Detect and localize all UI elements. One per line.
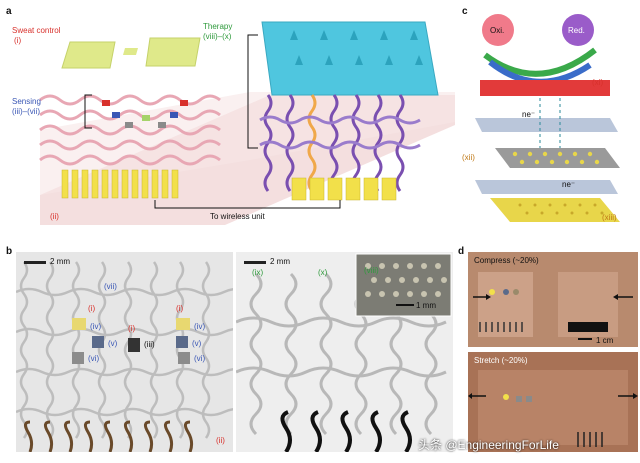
panel-d-stretch-photo: Stretch (~20%) [468,352,638,452]
sensor-green [142,115,150,121]
panel-b-letter: b [6,246,13,257]
right-scale-label: 2 mm [270,257,290,266]
label-vii: (vii) [104,282,117,291]
sensor-red-1 [102,100,110,106]
sensing-num: (iii)–(vii) [12,107,40,116]
redox-arrow-green [483,47,597,77]
panel-d-letter: d [458,246,465,257]
label-i-left: (i) [88,304,96,313]
pad-vi-right [178,352,190,364]
red-label: Red. [568,26,585,35]
label-viii: (viii) [364,266,379,275]
base-label: (ii) [50,212,59,221]
wireless-label: To wireless unit [210,212,265,221]
wireless-line [154,200,341,209]
pad-v-left [92,336,104,348]
label-iv-right: (iv) [194,322,206,331]
pad-i-right [176,318,190,330]
label-i-right: (i) [176,304,184,313]
sensor-gray-1 [125,122,133,128]
sweat-control-pad-2 [145,37,201,67]
panel-d-compress-photo: Compress (~20%) 1 cm [468,252,638,347]
inset-scale-bar [396,304,414,306]
right-contacts [291,177,397,201]
sensor-red-2 [180,100,188,106]
oxi-label: Oxi. [490,26,505,35]
label-v-left: (v) [108,339,118,348]
serpentine-layer-bottom [475,180,618,194]
sensing-bracket [84,94,92,129]
label-vi-right: (vi) [194,354,206,363]
therapy-title: Therapy [203,22,233,31]
sensor-blue-1 [112,112,120,118]
therapy-num: (viii)–(x) [203,32,232,41]
serpentine-layer-top [475,118,618,132]
xiii-label: (xiii) [602,213,617,222]
ne-top-label: ne⁻ [522,110,536,119]
scale-bar-right [244,261,266,264]
panel-c-illustration [475,14,620,222]
xii-label: (xii) [462,153,475,162]
label-x: (x) [318,268,328,277]
ne-bottom-label: ne⁻ [562,180,576,189]
pad-v-right [176,336,188,348]
d-scale-label: 1 cm [596,336,614,345]
yellow-electrode [490,198,620,222]
panel-a-letter: a [6,6,12,17]
sensor-gray-2 [158,122,166,128]
left-scale-label: 2 mm [50,257,70,266]
compress-label: Compress (~20%) [474,256,539,265]
label-i-center: (i) [128,324,136,333]
panel-c: c Oxi. Red. (xi) ne⁻ ne⁻ (xii) (xiii) [460,0,640,240]
pad-vi-left [72,352,84,364]
oxi-sphere [482,14,514,46]
left-contacts [61,169,179,199]
therapy-bracket [247,34,258,149]
panel-c-letter: c [462,6,468,17]
scale-bar-left [24,261,46,264]
therapy-mesh [259,94,421,192]
red-sphere [562,14,594,46]
stretch-pad-yellow [503,394,509,400]
sensing-title: Sensing [12,97,41,106]
inset-scale-label: 1 mm [416,301,436,310]
sweat-control-num: (i) [14,36,22,45]
panel-b-right-photo: 2 mm (ix) (x) (viii) 1 mm [236,252,453,452]
red-layer [480,80,610,96]
xi-label: (xi) [592,78,604,87]
panel-a-illustration [39,21,455,225]
sweat-control-pad [61,41,116,69]
watermark: 头条 @EngineeringForLife [418,438,559,452]
panel-a: a [0,0,455,240]
sensing-mesh [39,94,221,166]
label-ix: (ix) [252,268,264,277]
therapy-patch [261,21,439,96]
label-ii: (ii) [216,436,225,445]
label-iv-left: (iv) [90,322,102,331]
chip-iii [128,338,140,352]
label-vi-left: (vi) [88,354,100,363]
sensor-blue-2 [170,112,178,118]
label-iii: (iii) [144,340,155,349]
pad-i-left [72,318,86,330]
panel-b-left-photo: 2 mm (vii) (i) (i) (i) (iv) (iv) (v) (v)… [16,252,233,452]
stretch-label: Stretch (~20%) [474,356,528,365]
sweat-control-title: Sweat control [12,26,61,35]
scale-bar-d [578,338,592,340]
dotted-electrode [495,148,620,168]
compress-pad-yellow [489,289,495,295]
label-v-right: (v) [192,339,202,348]
